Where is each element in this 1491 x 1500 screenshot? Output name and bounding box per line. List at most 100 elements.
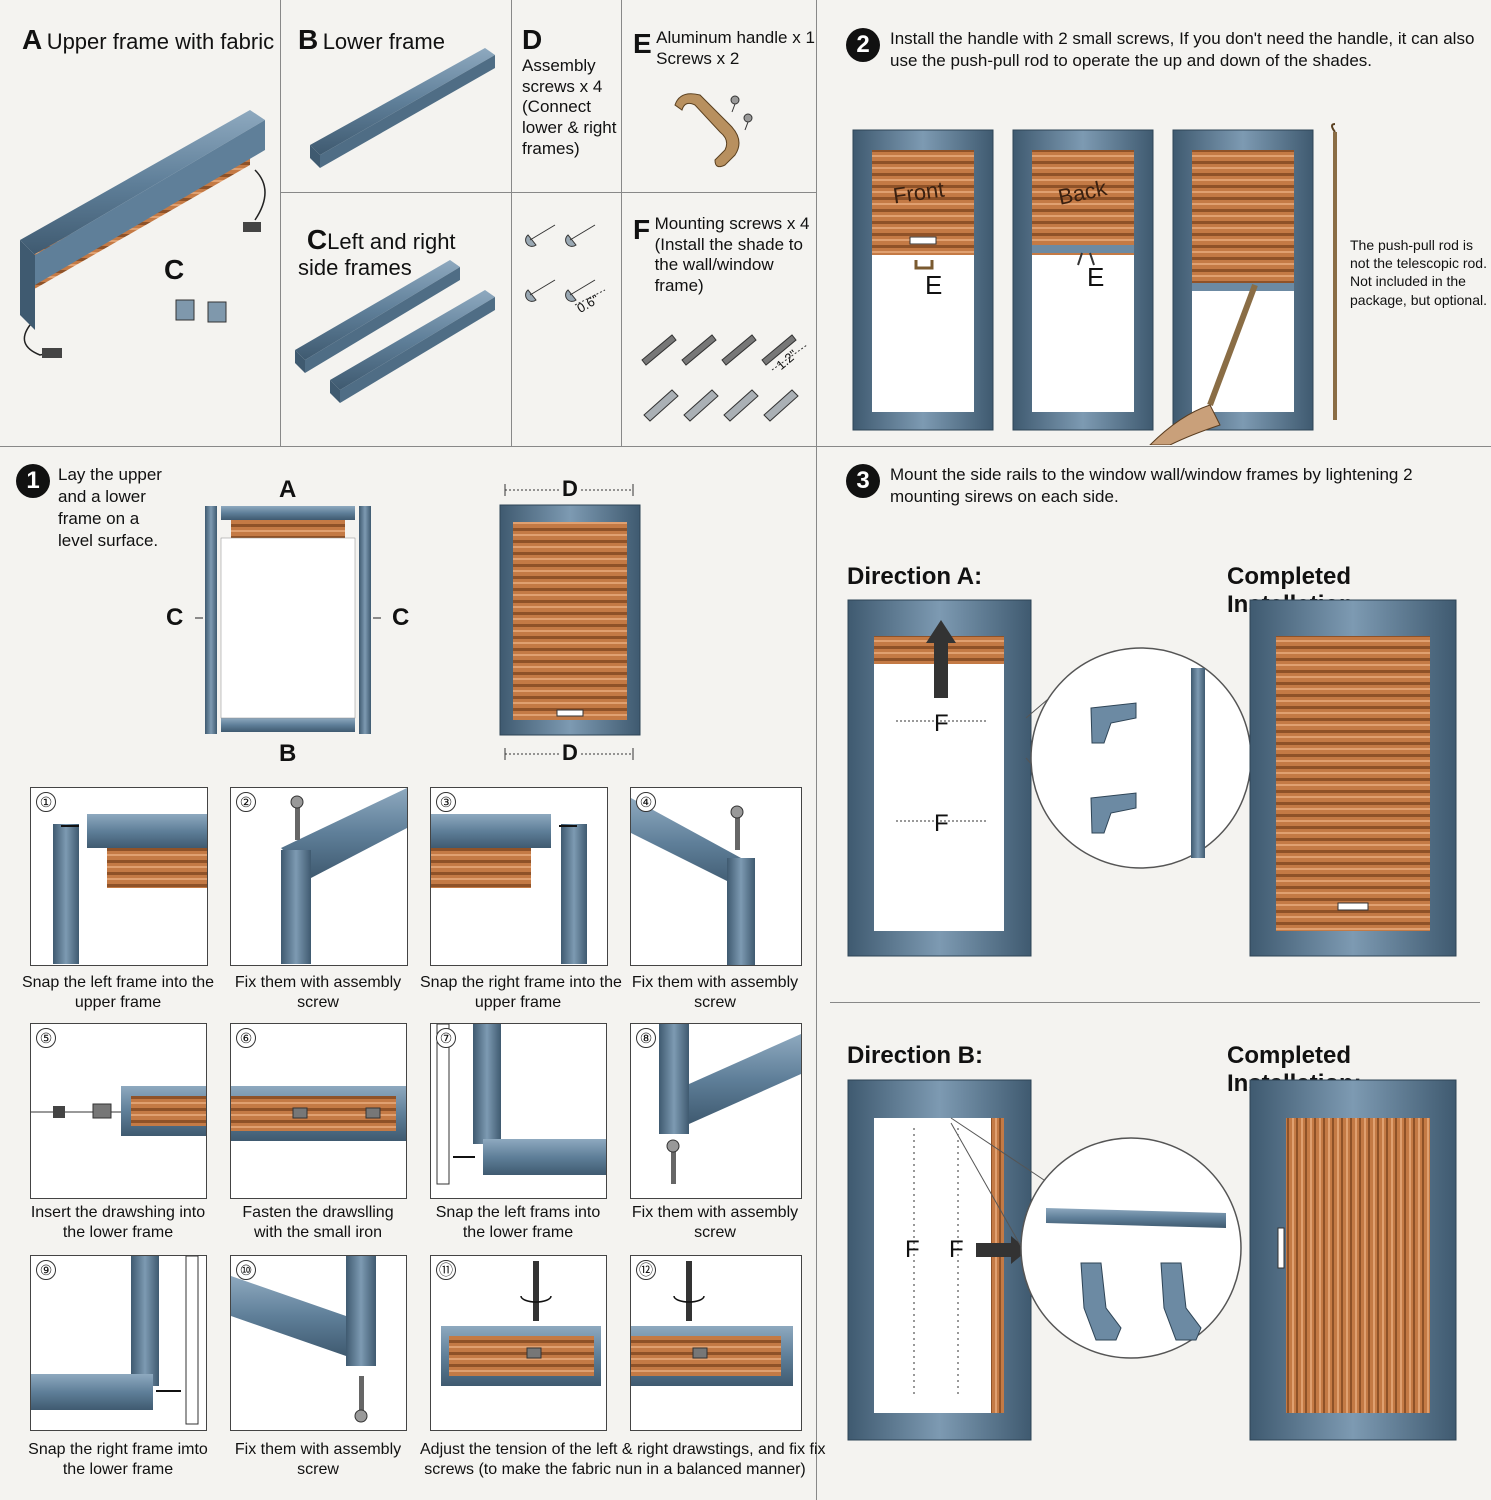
step-3-number: 3: [846, 464, 880, 498]
divider: [280, 0, 281, 446]
part-d-label: Assembly screws x 4 (Connect lower & rig…: [522, 56, 617, 158]
substep-5-number: ⑤: [36, 1028, 56, 1048]
substep-3-illustration: [431, 814, 587, 964]
direction-a-title: Direction A:: [847, 563, 983, 590]
substep-8-box: [630, 1023, 802, 1199]
substep-10-number: ⑩: [236, 1260, 256, 1280]
mounting-f-label-b-left: F: [905, 1236, 920, 1263]
lower-frame-illustration: [310, 48, 495, 168]
part-a-title: A Upper frame with fabric: [22, 24, 274, 56]
part-f-letter: F: [633, 214, 651, 245]
width-d-label-top: D: [560, 476, 580, 502]
divider: [830, 1002, 1480, 1003]
step-1-number: 1: [16, 464, 50, 498]
substep-11-12-caption: Adjust the tension of the left & right d…: [420, 1441, 826, 1478]
substep-7-box: [430, 1023, 607, 1199]
substep-3-number: ③: [436, 792, 456, 812]
substep-7-caption: Snap the left frams into the lower frame: [435, 1204, 601, 1241]
handle-illustration: [674, 93, 753, 168]
divider: [0, 446, 1491, 447]
step-2-text: Install the handle with 2 small screws, …: [890, 29, 1475, 71]
part-a-letter: A: [22, 24, 43, 55]
frame-b-label: B: [279, 740, 297, 767]
frame-layout-diagram: [195, 506, 381, 734]
substep-10-box: [230, 1255, 407, 1431]
substep-6-box: [230, 1023, 407, 1199]
direction-b-illustration: [847, 1079, 1457, 1441]
substep-12-illustration: [631, 1261, 793, 1386]
upper-frame-illustration: [20, 110, 266, 358]
substep-10-illustration: [231, 1256, 376, 1423]
part-c-letter: C: [306, 224, 328, 255]
push-pull-rod: [1331, 123, 1337, 420]
substep-6-number: ⑥: [236, 1028, 256, 1048]
direction-b-title: Direction B:: [847, 1042, 984, 1069]
assembly-screws-illustration: [525, 224, 606, 306]
mounting-f-label-b-right: F: [949, 1236, 964, 1263]
side-frames-illustration: [295, 260, 495, 403]
substep-3-box: [430, 787, 608, 966]
substep-7-number: ⑦: [436, 1028, 456, 1048]
part-e-title: E Aluminum handle x 1 Screws x 2: [633, 28, 815, 69]
handle-install-illustration: [852, 129, 1314, 445]
substep-7-illustration: [436, 1023, 606, 1185]
substep-5-illustration: [31, 1086, 206, 1136]
part-b-title: B Lower frame: [298, 24, 445, 56]
step-2-number: 2: [846, 28, 880, 62]
substep-3-caption: Snap the right frame into the upper fram…: [420, 974, 622, 1011]
handle-e-label-back: E: [1087, 262, 1105, 292]
substep-1-box: [30, 787, 208, 966]
part-e-label: Aluminum handle x 1 Screws x 2: [656, 28, 815, 68]
width-d-label-bottom: D: [560, 740, 580, 766]
substep-2-illustration: [281, 788, 407, 964]
substep-6-illustration: [231, 1086, 406, 1141]
divider: [816, 0, 817, 1500]
substep-2-caption: Fix them with assembly screw: [234, 974, 402, 1011]
handle-e-label-front: E: [925, 270, 943, 300]
substep-4-box: [630, 787, 802, 966]
divider: [281, 192, 816, 193]
substep-5-box: [30, 1023, 207, 1199]
step-3-text: Mount the side rails to the window wall/…: [890, 465, 1413, 507]
substep-4-illustration: [631, 798, 755, 965]
assembled-shade-diagram: [499, 484, 641, 760]
substep-6-caption: Fasten the drawslling with the small iro…: [242, 1204, 394, 1241]
substep-1-caption: Snap the left frame into the upper frame: [21, 974, 215, 1011]
substep-10-caption: Fix them with assembly screw: [234, 1441, 402, 1478]
part-f-title: F Mounting screws x 4 (Install the shade…: [633, 214, 810, 297]
frame-c-right-label: C: [392, 604, 410, 631]
step-1-header: 1 Lay the upper and a lower frame on a l…: [16, 464, 162, 552]
part-b-label: Lower frame: [322, 29, 445, 54]
part-e-letter: E: [633, 28, 652, 59]
substep-2-box: [230, 787, 408, 966]
substep-8-caption: Fix them with assembly screw: [631, 1204, 799, 1241]
step-3-header: 3 Mount the side rails to the window wal…: [846, 464, 1466, 508]
part-f-label: Mounting screws x 4 (Install the shade t…: [654, 214, 810, 296]
substep-12-number: ⑫: [636, 1260, 656, 1280]
frame-c-left-label: C: [166, 604, 184, 631]
step-2-header: 2 Install the handle with 2 small screws…: [846, 28, 1476, 72]
part-c-title: CLeft and right side frames: [298, 206, 456, 281]
substep-9-illustration: [31, 1255, 199, 1425]
push-pull-rod-note: The push-pull rod is not the telescopic …: [1350, 237, 1487, 308]
mounting-f-label-a-top: F: [934, 710, 949, 737]
part-c-clip-letter: C: [164, 254, 185, 285]
part-d-letter: D: [522, 24, 543, 55]
substep-11-box: [430, 1255, 607, 1431]
substep-5-caption: Insert the drawshing into the lower fram…: [30, 1204, 206, 1241]
substep-8-number: ⑧: [636, 1028, 656, 1048]
substep-8-illustration: [659, 1024, 801, 1184]
direction-a-illustration: [847, 599, 1457, 957]
substep-9-caption: Snap the right frame imto the lower fram…: [28, 1441, 208, 1478]
substep-11-number: ⑪: [436, 1260, 456, 1280]
substep-2-number: ②: [236, 792, 256, 812]
substep-9-box: [30, 1255, 207, 1431]
substep-12-box: [630, 1255, 802, 1431]
mounting-f-label-a-bottom: F: [934, 810, 949, 837]
part-b-letter: B: [298, 24, 319, 55]
step-1-text: Lay the upper and a lower frame on a lev…: [58, 465, 162, 551]
substep-1-illustration: [53, 814, 207, 964]
part-c-label: Left and right side frames: [298, 229, 456, 280]
part-a-label: Upper frame with fabric: [46, 29, 275, 54]
mounting-screws-illustration: [641, 334, 808, 422]
